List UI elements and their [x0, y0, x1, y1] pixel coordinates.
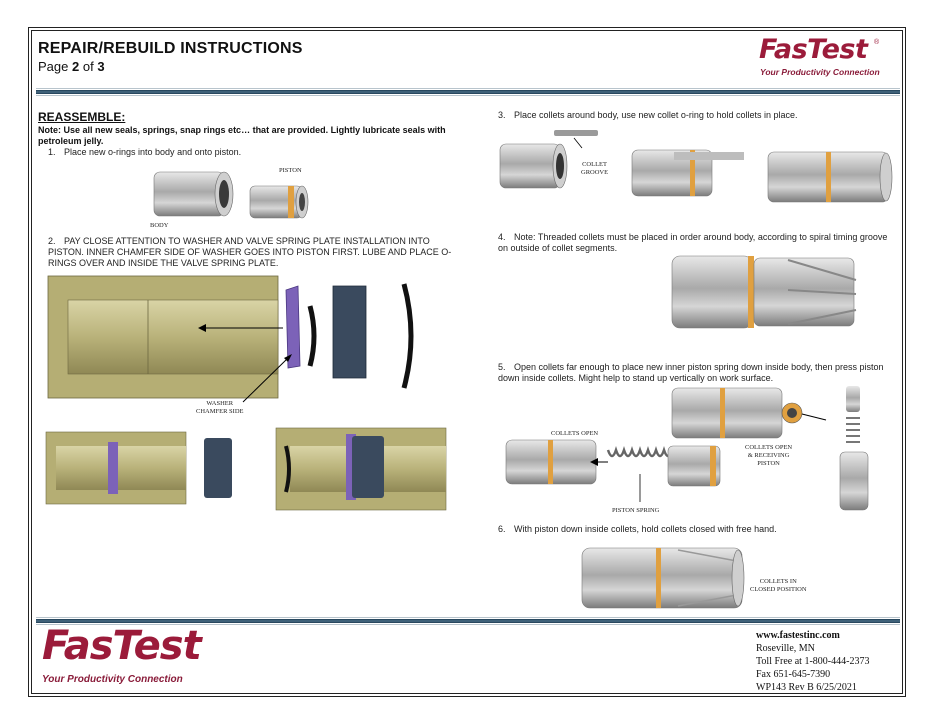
brand-name: FasTest: [759, 34, 868, 65]
footer-tollfree: Toll Free at 1-800-444-2373: [756, 656, 870, 667]
label-collets-closed: COLLETS IN CLOSED POSITION: [750, 578, 807, 594]
brand-tagline: Your Productivity Connection: [42, 674, 183, 685]
piston-assembly-illustration: [45, 427, 447, 511]
label-receiving-line1: COLLETS OPEN: [745, 444, 793, 451]
footer-contact: www.fastestinc.com Roseville, MN Toll Fr…: [756, 629, 869, 694]
step-2: 2.PAY CLOSE ATTENTION TO WASHER AND VALV…: [48, 236, 458, 269]
step-number: 3.: [498, 110, 506, 120]
page-total: 3: [97, 59, 105, 74]
label-collet-line2: GROOVE: [581, 169, 609, 176]
brand-logo-top: FasTest ® Your Productivity Connection: [756, 34, 884, 80]
label-piston: PISTON: [279, 167, 302, 174]
step-5: 5.Open collets far enough to place new i…: [498, 362, 888, 384]
footer-city: Roseville, MN: [756, 643, 815, 654]
label-body: BODY: [150, 222, 169, 229]
threaded-collets-illustration: [671, 255, 857, 329]
step-6: 6. With piston down inside collets, hold …: [498, 524, 888, 535]
section-heading: REASSEMBLE:: [38, 110, 126, 124]
page-of: of: [82, 59, 94, 74]
label-washer-chamfer: WASHER CHAMFER SIDE: [196, 400, 244, 416]
step-4: 4.Note: Threaded collets must be placed …: [498, 232, 888, 254]
page-border-outer: [28, 27, 906, 697]
step-1: 1. Place new o-rings into body and onto p…: [48, 147, 448, 158]
page-border-inner: [31, 30, 903, 694]
label-collets-receiving: COLLETS OPEN & RECEIVING PISTON: [745, 444, 792, 468]
label-closed-line2: CLOSED POSITION: [750, 586, 807, 593]
label-piston-spring: PISTON SPRING: [612, 507, 660, 514]
brand-name: FasTest: [42, 623, 202, 669]
page-prefix: Page: [38, 59, 69, 74]
label-washer-line2: CHAMFER SIDE: [196, 408, 244, 415]
collets-around-body-illustration: [499, 130, 893, 203]
page-title: REPAIR/REBUILD INSTRUCTIONS: [38, 40, 303, 57]
step-number: 6.: [498, 524, 506, 534]
page-number: Page 2 of 3: [38, 59, 105, 74]
registered-mark: ®: [874, 39, 880, 46]
section-note: Note: Use all new seals, springs, snap r…: [38, 125, 446, 146]
label-collet-groove: COLLET GROOVE: [581, 161, 608, 177]
footer-website[interactable]: www.fastestinc.com: [756, 630, 840, 641]
page-current: 2: [72, 59, 80, 74]
collets-closed-illustration: [581, 547, 745, 609]
brand-logo-bottom: FasTest ® Your Productivity Connection: [40, 623, 202, 689]
header-divider: [36, 88, 900, 96]
step-text: Place new o-rings into body and onto pis…: [64, 147, 242, 157]
step-text: Place collets around body, use new colle…: [514, 110, 798, 120]
step-text: Open collets far enough to place new inn…: [498, 362, 884, 383]
step-number: 1.: [48, 147, 56, 157]
step-3: 3. Place collets around body, use new col…: [498, 110, 888, 121]
footer-revision: WP143 Rev B 6/25/2021: [756, 682, 857, 693]
registered-mark: ®: [190, 637, 196, 646]
label-receiving-line3: PISTON: [757, 460, 780, 467]
footer-fax: Fax 651-645-7390: [756, 669, 831, 680]
footer-divider: [36, 617, 900, 625]
label-collets-open: COLLETS OPEN: [551, 430, 599, 437]
label-collet-line1: COLLET: [582, 161, 607, 168]
label-washer-line1: WASHER: [206, 400, 234, 407]
step-text: Note: Threaded collets must be placed in…: [498, 232, 888, 253]
step-number: 2.: [48, 236, 56, 246]
label-closed-line1: COLLETS IN: [759, 578, 797, 585]
label-receiving-line2: & RECEIVING: [747, 452, 790, 459]
brand-tagline: Your Productivity Connection: [760, 67, 880, 77]
spring-and-piston-illustration: [505, 386, 869, 511]
step-text: With piston down inside collets, hold co…: [514, 524, 777, 534]
step-number: 4.: [498, 232, 506, 242]
washer-installation-illustration: [47, 275, 414, 403]
step-number: 5.: [498, 362, 506, 372]
step-text: PAY CLOSE ATTENTION TO WASHER AND VALVE …: [48, 236, 452, 268]
body-and-piston-illustration: [153, 171, 309, 219]
